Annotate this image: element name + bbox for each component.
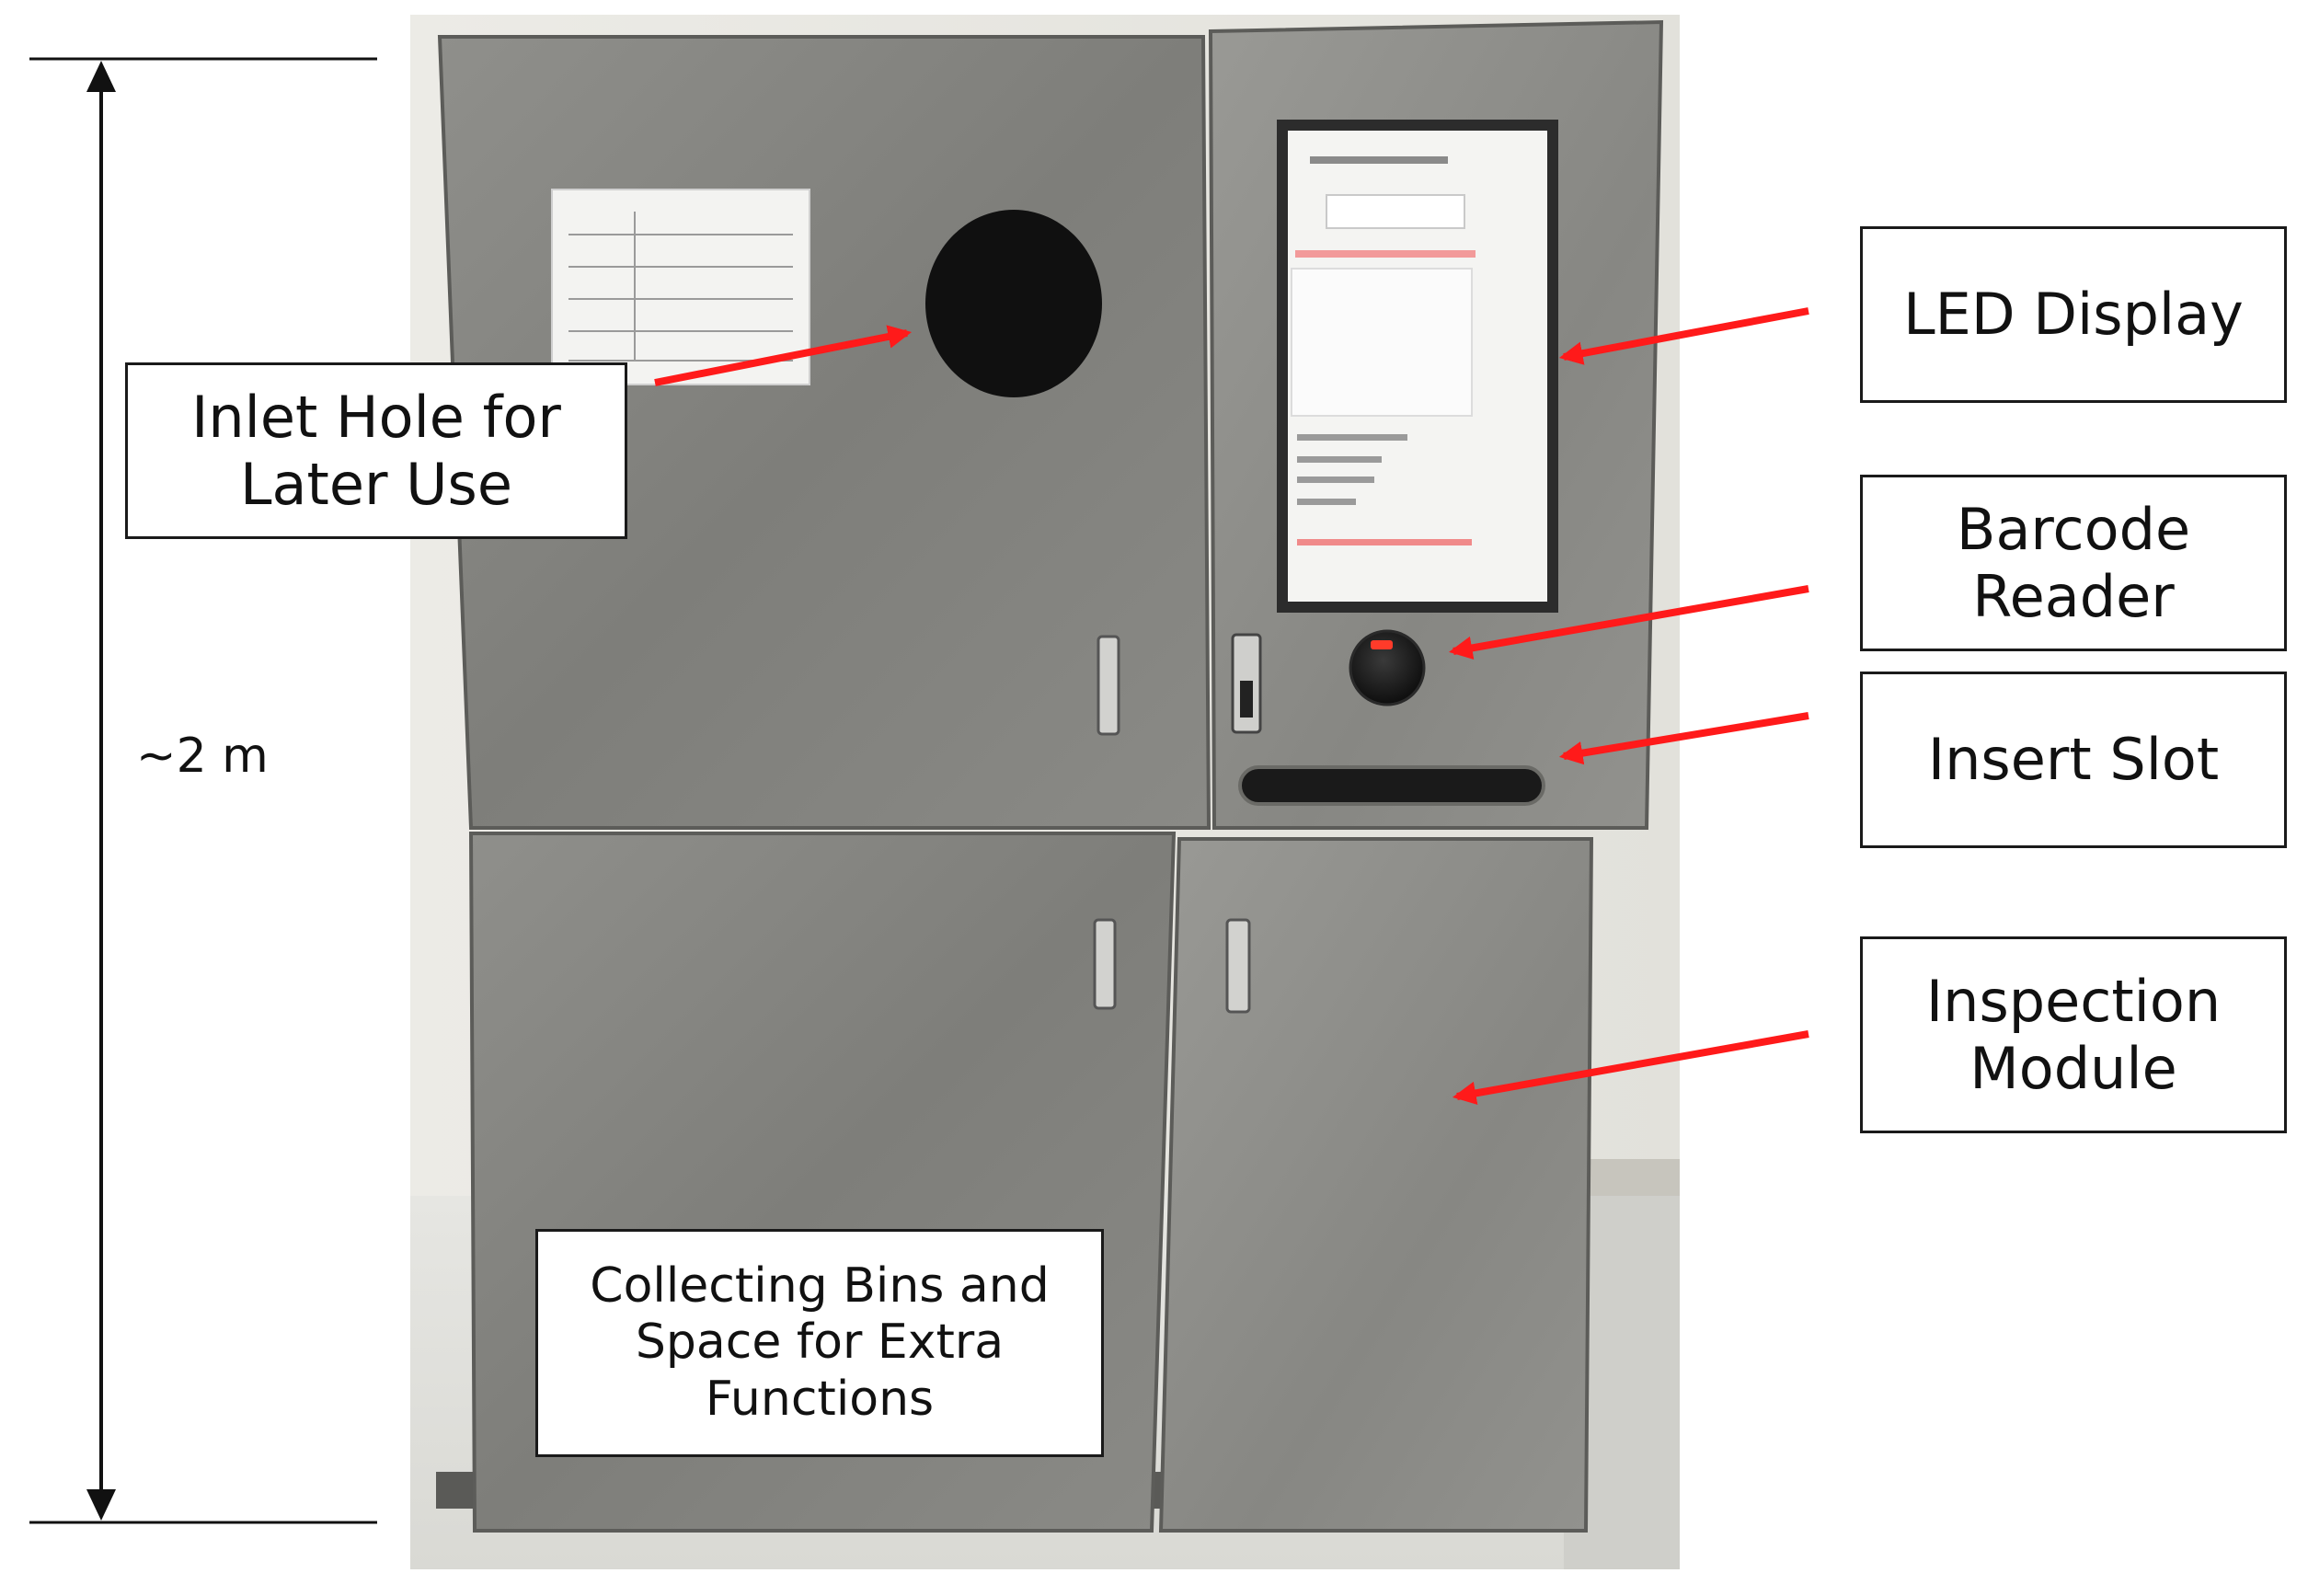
arrow-led-display bbox=[1558, 307, 1809, 365]
callout-led-display: LED Display bbox=[1860, 226, 2287, 403]
callout-inlet-hole-text: Inlet Hole for Later Use bbox=[191, 383, 561, 518]
height-label: ~2 m bbox=[136, 729, 269, 784]
door-handle bbox=[1093, 918, 1117, 1010]
arrow-insert-slot bbox=[1558, 712, 1809, 765]
callout-insert-slot: Insert Slot bbox=[1860, 672, 2287, 848]
callout-collecting-bins-text: Collecting Bins and Space for Extra Func… bbox=[590, 1257, 1050, 1427]
dimension-arrow-down bbox=[86, 1489, 116, 1521]
callout-arrows bbox=[654, 307, 1809, 1106]
dimension-arrow-up bbox=[86, 61, 116, 92]
arrow-inspection-module bbox=[1452, 1030, 1809, 1106]
callout-led-display-text: LED Display bbox=[1903, 281, 2244, 349]
inlet-hole bbox=[925, 210, 1102, 397]
callout-insert-slot-text: Insert Slot bbox=[1927, 726, 2220, 794]
barcode-reader bbox=[1349, 629, 1426, 706]
callout-inspection-module: Inspection Module bbox=[1860, 936, 2287, 1133]
led-screen bbox=[1277, 120, 1558, 613]
arrow-barcode-reader bbox=[1448, 585, 1809, 660]
height-dimension bbox=[29, 57, 377, 1524]
door-handle bbox=[1097, 635, 1120, 736]
callout-collecting-bins: Collecting Bins and Space for Extra Func… bbox=[535, 1229, 1104, 1457]
arrow-inlet-hole bbox=[654, 325, 913, 386]
callout-inlet-hole: Inlet Hole for Later Use bbox=[125, 362, 627, 539]
door-handle bbox=[1225, 918, 1251, 1014]
callout-inspection-module-text: Inspection Module bbox=[1925, 967, 2222, 1102]
insert-slot bbox=[1238, 765, 1545, 806]
lower-right-door bbox=[1158, 837, 1594, 1533]
callout-barcode-reader-text: Barcode Reader bbox=[1956, 495, 2191, 630]
info-sticker bbox=[551, 189, 810, 385]
callout-barcode-reader: Barcode Reader bbox=[1860, 475, 2287, 651]
